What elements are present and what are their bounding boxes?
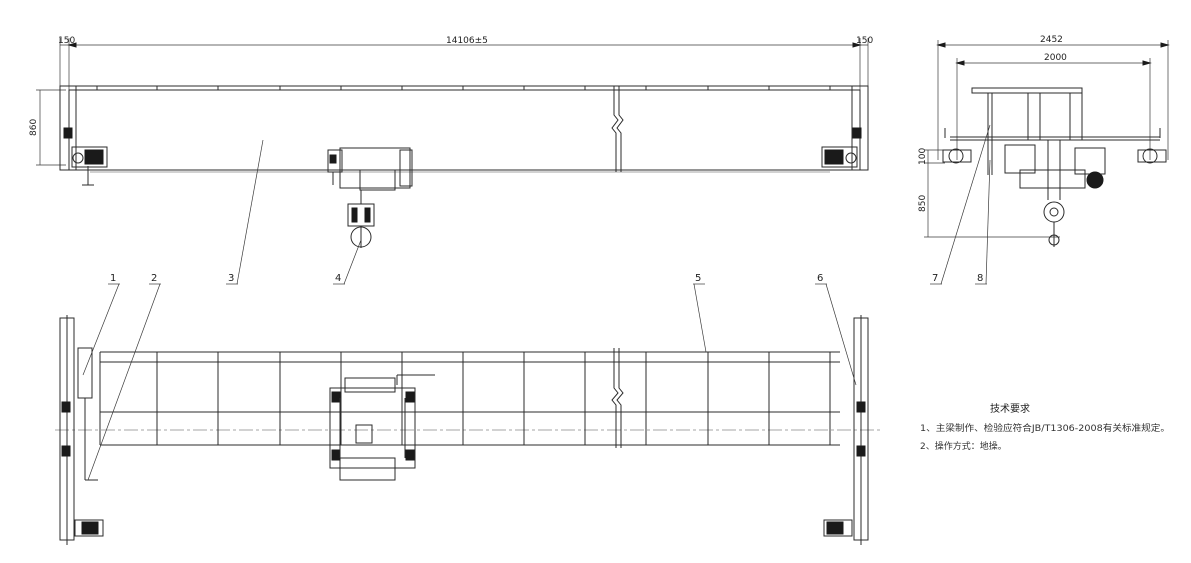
technical-notes: 技术要求 1、主梁制作、检验应符合JB/T1306-2008有关标准规定。 2、… (920, 402, 1170, 452)
notes-line-1: 1、主梁制作、检验应符合JB/T1306-2008有关标准规定。 (920, 422, 1170, 434)
part-label-8: 8 (977, 273, 983, 284)
notes-line-2: 2、操作方式：地操。 (920, 440, 1007, 452)
dim-side-width: 2452 (1040, 35, 1063, 45)
dim-girder-height: 860 (29, 119, 39, 136)
dim-span: 14106±5 (446, 36, 488, 46)
part-label-3: 3 (228, 273, 234, 284)
dim-offset-100: 100 (918, 148, 928, 165)
dim-left-offset: 150 (58, 36, 75, 46)
side-elevation-view: 2452 2000 100 850 (918, 35, 1170, 247)
part-label-4: 4 (335, 273, 341, 284)
dim-lift-850: 850 (918, 195, 928, 212)
part-label-7: 7 (932, 273, 938, 284)
part-callouts: 1 2 3 4 5 6 7 8 (82, 124, 991, 481)
part-label-2: 2 (151, 273, 157, 284)
notes-title: 技术要求 (990, 402, 1030, 415)
part-label-5: 5 (695, 273, 701, 284)
part-label-6: 6 (817, 273, 823, 284)
part-label-1: 1 (110, 273, 116, 284)
plan-view (55, 315, 880, 545)
dim-right-offset: 150 (856, 36, 873, 46)
front-elevation-view: 150 14106±5 150 860 (29, 36, 873, 248)
dim-rail-gauge: 2000 (1044, 53, 1067, 63)
